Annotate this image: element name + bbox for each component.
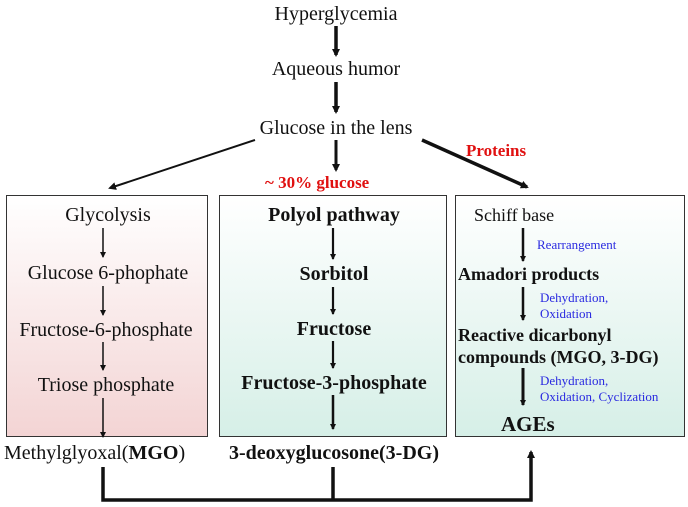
node-3-deoxyglucosone: 3-deoxyglucosone(3-DG) bbox=[229, 442, 439, 464]
mgo-prefix: Methylglyoxal( bbox=[4, 442, 129, 464]
node-sorbitol: Sorbitol bbox=[299, 263, 369, 285]
node-hyperglycemia: Hyperglycemia bbox=[274, 3, 398, 25]
node-amadori-products: Amadori products bbox=[458, 264, 600, 284]
node-fructose: Fructose bbox=[296, 318, 372, 340]
label-proteins: Proteins bbox=[466, 141, 527, 160]
label-rearrangement: Rearrangement bbox=[537, 237, 617, 252]
node-schiff-base: Schiff base bbox=[474, 205, 555, 225]
node-ages: AGEs bbox=[501, 412, 555, 436]
reactive-line-2: compounds (MGO, 3-DG) bbox=[458, 346, 659, 367]
feedback-bracket bbox=[101, 450, 535, 502]
node-methylglyoxal: Methylglyoxal(MGO) bbox=[4, 443, 185, 463]
node-glycolysis: Glycolysis bbox=[65, 204, 151, 226]
label-dehydration-cyclization: Dehydration, Oxidation, Cyclization bbox=[540, 373, 658, 406]
glycolysis-box bbox=[6, 195, 208, 437]
label-oxidation-cyclization: Oxidation, Cyclization bbox=[540, 389, 659, 405]
node-fructose-6-phosphate: Fructose-6-phosphate bbox=[19, 319, 193, 341]
node-fructose-3-phosphate: Fructose-3-phosphate bbox=[241, 372, 427, 394]
node-triose-phosphate: Triose phosphate bbox=[37, 374, 175, 396]
mgo-suffix: ) bbox=[178, 442, 186, 464]
mgo-abbrev: MGO bbox=[128, 442, 179, 464]
node-glucose-lens: Glucose in the lens bbox=[259, 117, 413, 139]
label-oxidation-1: Oxidation bbox=[540, 306, 592, 322]
node-aqueous-humor: Aqueous humor bbox=[271, 58, 401, 80]
node-reactive-dicarbonyl: Reactive dicarbonyl compounds (MGO, 3-DG… bbox=[458, 325, 659, 368]
node-glucose-6-phophate: Glucose 6-phophate bbox=[27, 262, 189, 284]
arrow-to-glycolysis bbox=[108, 139, 256, 190]
label-dehydration-1: Dehydration, bbox=[540, 290, 609, 305]
ages-box bbox=[455, 195, 685, 437]
label-dehydration-2: Dehydration, bbox=[540, 373, 609, 388]
arrow-to-schiff bbox=[421, 138, 529, 189]
reactive-line-1: Reactive dicarbonyl bbox=[458, 325, 612, 345]
node-polyol-pathway: Polyol pathway bbox=[268, 204, 400, 226]
label-dehydration-oxidation: Dehydration, Oxidation bbox=[540, 290, 608, 323]
label-thirty-percent: ~ 30% glucose bbox=[265, 173, 370, 192]
